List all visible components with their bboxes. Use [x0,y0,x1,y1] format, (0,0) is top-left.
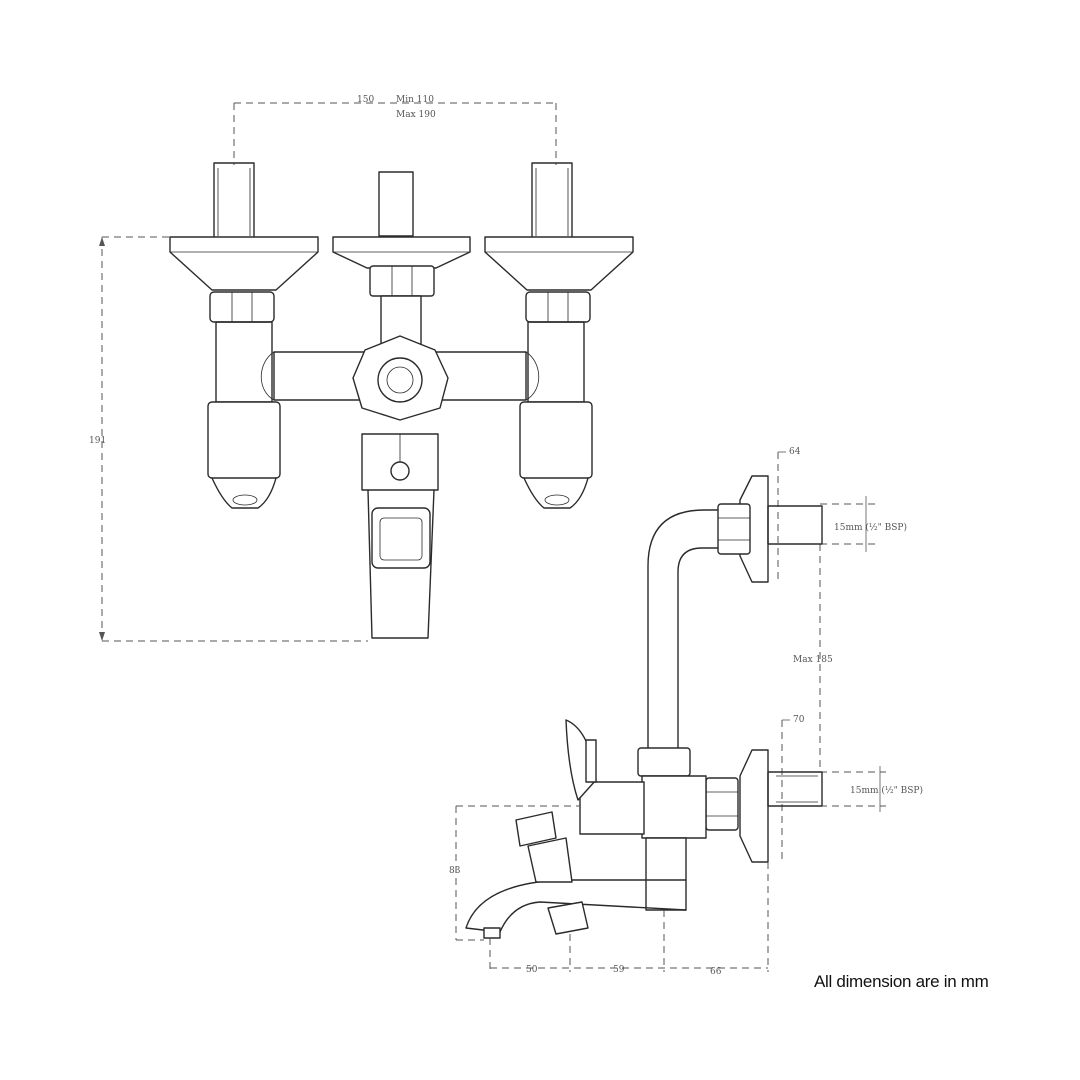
front-view: 150 Min 110 Max 190 191 [89,95,634,642]
body-height-dimension: 83 [449,805,580,941]
right-handle [519,401,593,479]
upper-side-flange [739,475,769,583]
riser-pipe-inner [677,547,719,749]
top-projection-dimension: 64 [777,447,801,580]
right-valve-stem [527,321,585,403]
left-wall-flange [169,236,319,291]
diverter-knob [377,357,423,403]
side-handle-base [579,781,645,835]
side-lever-stem [585,739,597,783]
units-note: All dimension are in mm [814,972,989,991]
left-inlet-thread [213,162,255,239]
side-height-label: Max 185 [793,655,833,665]
left-handle [207,401,281,479]
bottom-projection-dimension: 70 [781,715,805,862]
spout-aerator [483,927,501,939]
lower-side-nut [705,777,739,831]
spout-a-label: 50 [526,965,538,975]
side-shower-outlet [547,901,589,935]
side-height-dimension: Max 185 [793,544,833,772]
bottom-projection-label: 70 [793,715,805,725]
lower-side-inlet [767,771,823,807]
bottom-inlet-dimension: 15mm (½" BSP) [820,766,923,812]
left-hex-nut [209,291,275,323]
left-valve-stem [215,321,273,403]
right-wall-flange [484,236,634,291]
centre-wall-flange [332,236,471,269]
front-spout [367,489,435,639]
bottom-inlet-label: 15mm (½" BSP) [850,785,923,796]
upper-side-inlet [767,505,823,545]
centre-inlet-pipe [378,171,414,237]
lower-side-flange [739,749,769,863]
front-height-label: 191 [89,436,106,446]
side-spout [465,879,687,933]
left-handle-tip [211,477,277,509]
front-height-dimension: 191 [89,236,368,642]
side-diverter-stem [527,837,573,883]
spout-c-label: 66 [710,967,722,977]
top-inlet-dimension: 15mm (½" BSP) [820,496,907,552]
spout-dimensions: 50 59 66 [489,862,769,977]
spout-b-label: 59 [613,965,625,975]
body-height-label: 83 [449,866,461,876]
side-diverter-cap [515,811,557,847]
centres-dimension: 150 Min 110 Max 190 [233,95,557,165]
centres-nominal-label: 150 [357,95,374,105]
shower-outlet [371,507,431,569]
riser-pipe-outer [647,509,719,749]
centres-min-label: Min 110 [396,95,434,105]
riser-collar [637,747,691,777]
centres-max-label: Max 190 [396,110,436,120]
centre-hex-nut [369,265,435,297]
right-inlet-thread [531,162,573,239]
right-hex-nut [525,291,591,323]
upper-side-nut [717,503,751,555]
side-lower-body [645,837,687,911]
side-mixer-body [641,775,707,839]
top-projection-label: 64 [789,447,801,457]
right-handle-tip [523,477,589,509]
side-view: 64 15mm (½" BSP) Max 185 70 15mm (½" BSP… [449,447,923,977]
top-inlet-label: 15mm (½" BSP) [834,522,907,533]
